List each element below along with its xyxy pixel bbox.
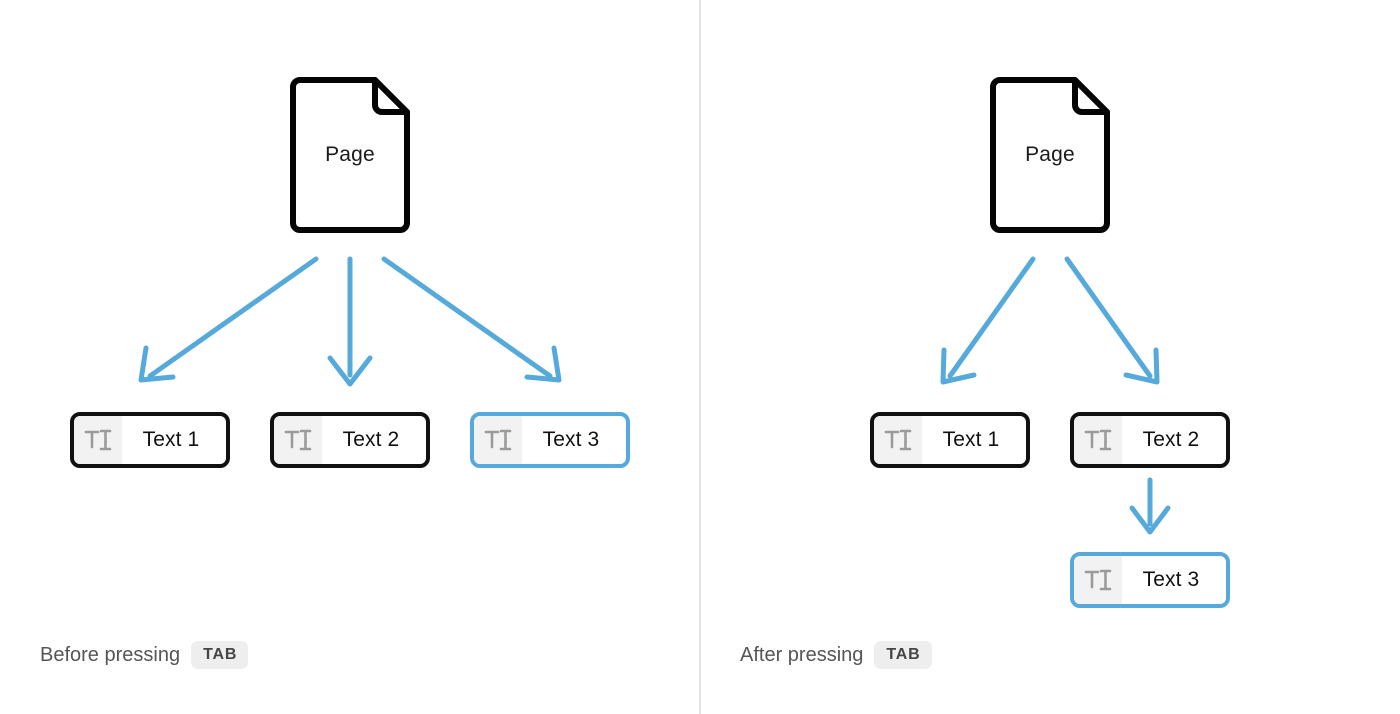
text-field-icon xyxy=(474,416,522,464)
text-field-node-text1-before[interactable]: Text 1 xyxy=(70,412,230,468)
text-field-node-text3-after[interactable]: Text 3 xyxy=(1070,552,1230,608)
panel-divider xyxy=(699,0,701,714)
text-field-icon xyxy=(74,416,122,464)
arrow-page-to-text3-left xyxy=(381,256,562,383)
page-node-label: Page xyxy=(1025,143,1075,166)
text-field-node-text3-before[interactable]: Text 3 xyxy=(470,412,630,468)
text-field-label: Text 2 xyxy=(342,428,400,451)
text-field-icon xyxy=(1074,556,1122,604)
page-document-icon xyxy=(290,77,410,233)
caption-after-key: TAB xyxy=(874,641,932,669)
text-field-label: Text 1 xyxy=(142,428,200,451)
text-field-label: Text 2 xyxy=(1142,428,1200,451)
caption-after-text: After pressing xyxy=(740,643,864,666)
arrow-page-to-text2-right xyxy=(1064,256,1160,385)
caption-after: After pressing TAB xyxy=(740,641,932,669)
page-document-icon xyxy=(990,77,1110,233)
arrow-page-to-text2-left xyxy=(327,256,373,387)
page-node-before[interactable]: Page xyxy=(289,77,411,233)
arrow-page-to-text1-left xyxy=(138,256,319,383)
caption-before-text: Before pressing xyxy=(40,643,181,666)
caption-before-key: TAB xyxy=(191,641,249,669)
arrow-text2-to-text3-right xyxy=(1129,477,1171,535)
page-node-after[interactable]: Page xyxy=(989,77,1111,233)
text-field-node-text2-before[interactable]: Text 2 xyxy=(270,412,430,468)
text-field-label: Text 3 xyxy=(1142,568,1200,591)
text-field-label: Text 3 xyxy=(542,428,600,451)
caption-before: Before pressing TAB xyxy=(40,641,249,669)
text-field-node-text1-after[interactable]: Text 1 xyxy=(870,412,1030,468)
text-field-label: Text 1 xyxy=(942,428,1000,451)
text-field-icon xyxy=(874,416,922,464)
text-field-node-text2-after[interactable]: Text 2 xyxy=(1070,412,1230,468)
text-field-icon xyxy=(1074,416,1122,464)
text-field-icon xyxy=(274,416,322,464)
arrow-page-to-text1-right xyxy=(940,256,1036,385)
page-node-label: Page xyxy=(325,143,375,166)
